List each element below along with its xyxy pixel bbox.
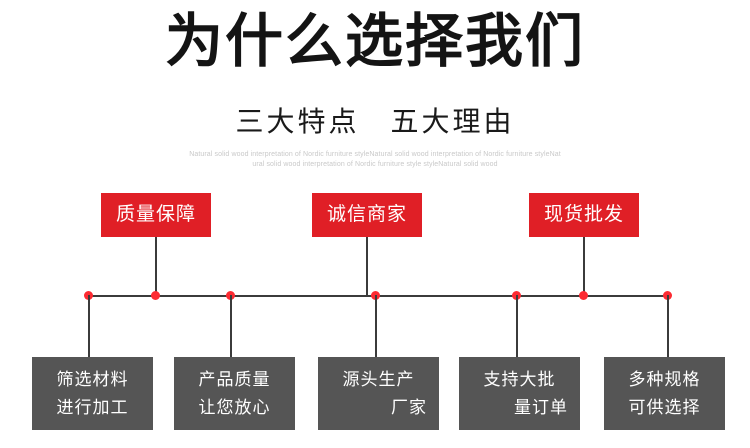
connector-line-reason-5 [667, 295, 669, 358]
page-subtitle: 三大特点 五大理由 [235, 106, 515, 137]
reason-box-2-line-2: 让您放心 [198, 397, 271, 417]
reason-box-4: 支持大批 量订单 [459, 357, 580, 430]
feature-box-1: 质量保障 [101, 193, 211, 237]
reason-box-3: 源头生产 厂家 [318, 357, 439, 430]
reason-box-3-line-2: 厂家 [391, 397, 427, 417]
page-title: 为什么选择我们 [164, 9, 585, 74]
connector-line-feature-2 [366, 237, 368, 296]
connector-line-feature-1 [155, 237, 157, 296]
reason-box-5-line-2: 可供选择 [628, 397, 701, 417]
connector-line-reason-1 [88, 295, 90, 358]
description-line-2: ural solid wood interpretation of Nordic… [252, 161, 498, 168]
description-line-1: Natural solid wood interpretation of Nor… [189, 151, 561, 158]
reason-box-1-line-1: 筛选材料 [56, 369, 129, 389]
feature-box-2: 诚信商家 [312, 193, 422, 237]
reason-box-3-line-1: 源头生产 [342, 369, 415, 389]
reason-box-5-line-1: 多种规格 [628, 369, 701, 389]
connector-line-reason-2 [230, 295, 232, 358]
description-paragraph: Natural solid wood interpretation of Nor… [0, 150, 750, 170]
reason-box-2-line-1: 产品质量 [198, 369, 271, 389]
connector-line-reason-4 [516, 295, 518, 358]
reason-box-2: 产品质量 让您放心 [174, 357, 295, 430]
feature-box-3: 现货批发 [529, 193, 639, 237]
reason-box-4-line-1: 支持大批 [483, 369, 556, 389]
connector-line-reason-3 [375, 295, 377, 358]
reason-box-1: 筛选材料 进行加工 [32, 357, 153, 430]
connector-dot-feature-1 [151, 291, 160, 300]
connector-line-feature-3 [583, 237, 585, 296]
reason-box-1-line-2: 进行加工 [56, 397, 129, 417]
connector-dot-feature-3 [579, 291, 588, 300]
reason-box-5: 多种规格 可供选择 [604, 357, 725, 430]
reason-box-4-line-2: 量订单 [514, 397, 568, 417]
